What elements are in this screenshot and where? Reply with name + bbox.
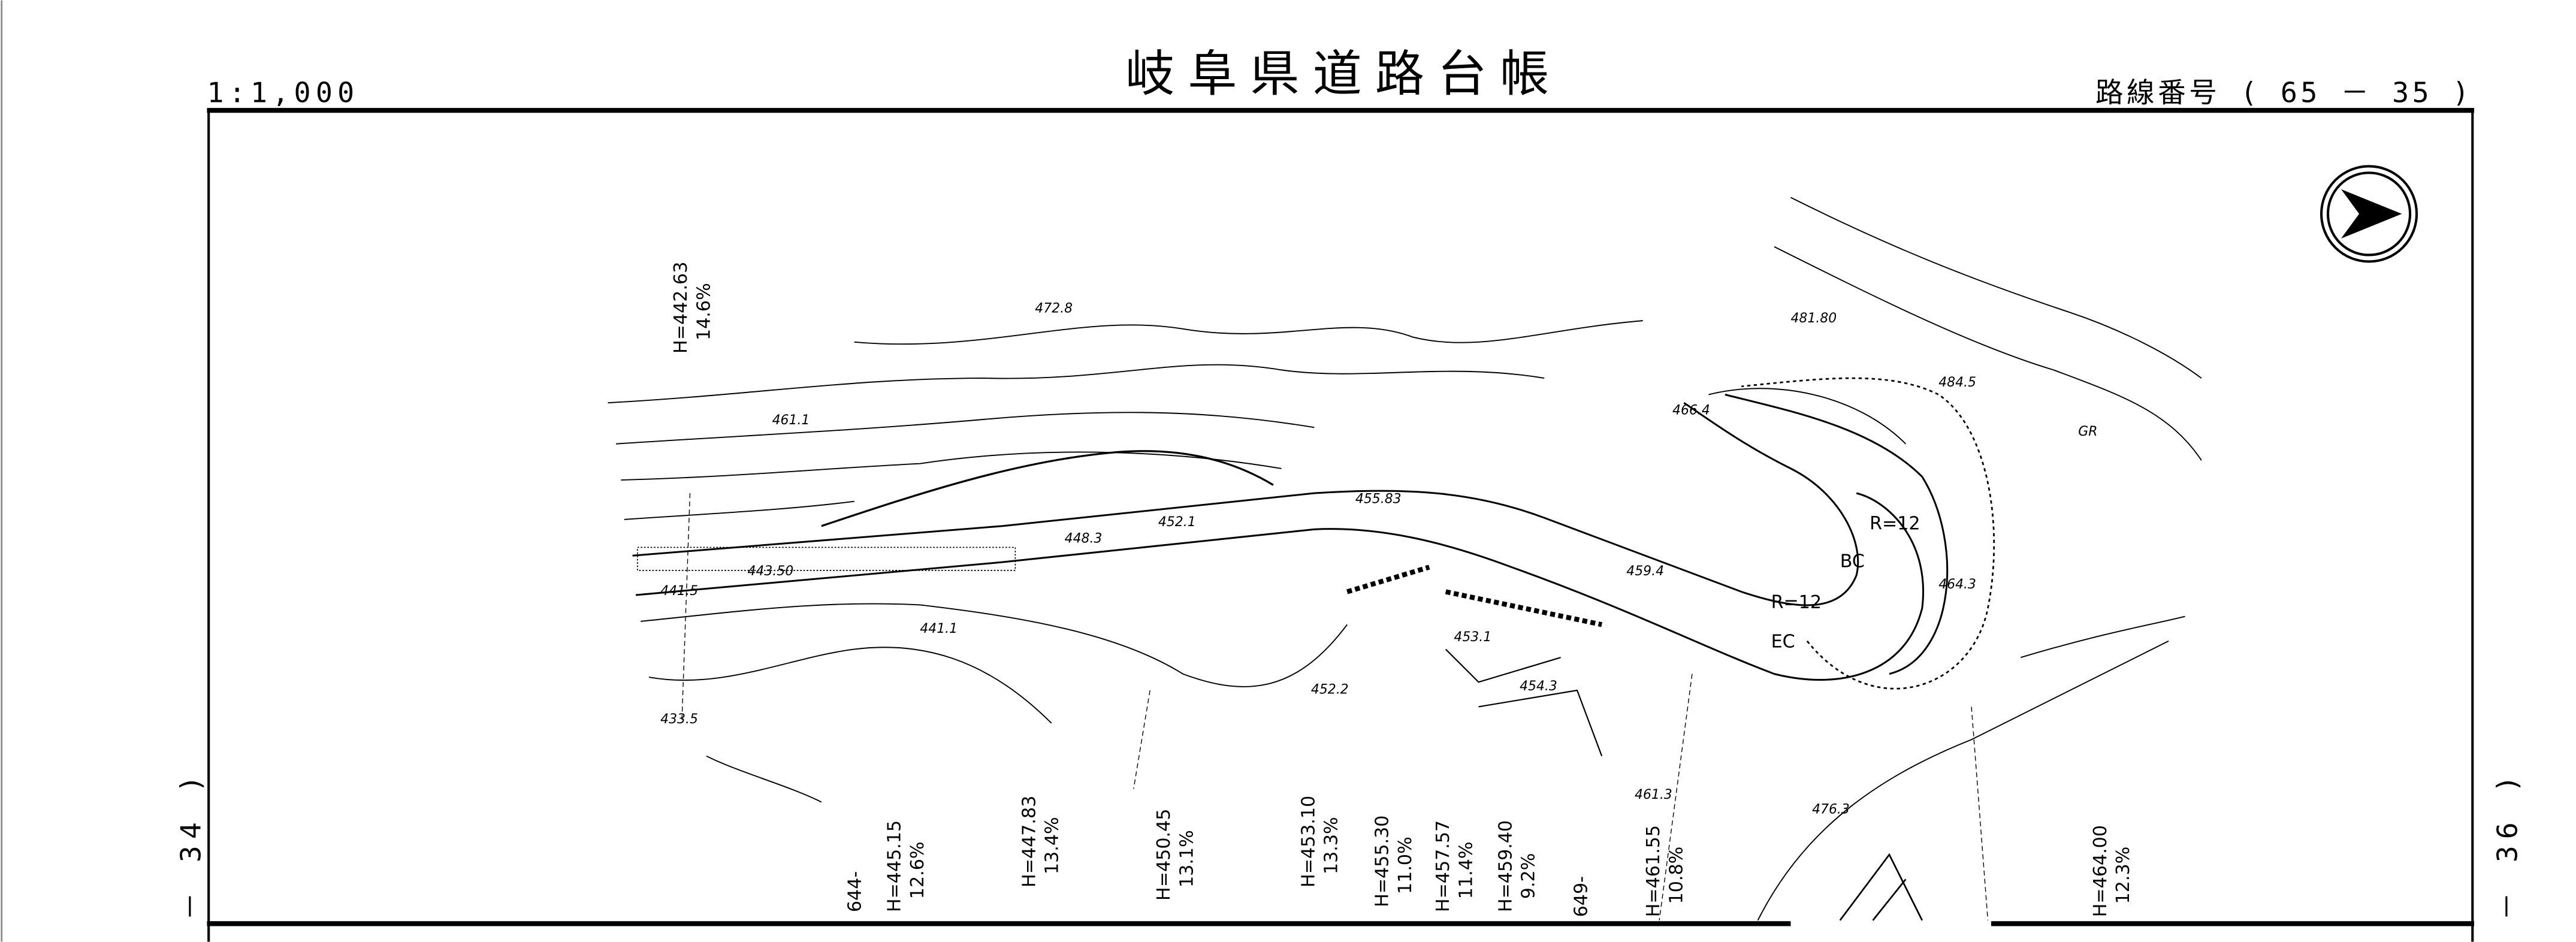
adjacent-sheet-left: － 34 ) [174, 769, 207, 920]
elevation-label: 454.3 [1520, 679, 1557, 694]
elevation-label: 459.4 [1626, 564, 1664, 579]
elevation-label: 443.50 [747, 564, 793, 579]
station-height: H=459.40 [1495, 820, 1516, 912]
station-height: H=461.55 [1643, 825, 1664, 917]
station-grade: 12.3% [2113, 847, 2134, 904]
elevation-label: 472.8 [1035, 301, 1073, 316]
elevation-label: 452.1 [1158, 515, 1196, 530]
station-grade: 11.4% [1456, 841, 1477, 899]
bc-label: BC [1840, 551, 1865, 572]
elevation-label: 433.5 [660, 712, 698, 727]
elevation-label: 476.3 [1812, 802, 1850, 817]
station-height: H=450.45 [1153, 809, 1174, 901]
elevation-labels: 472.8 461.1 441.5 443.50 448.3 452.1 455… [660, 301, 1976, 817]
elevation-label: 441.5 [660, 584, 698, 599]
station-height: H=457.57 [1433, 820, 1454, 912]
station-height: H=445.15 [884, 820, 905, 912]
station-mark: 644- [845, 871, 866, 912]
station-grade: 10.8% [1666, 847, 1687, 904]
elevation-label: 464.3 [1938, 577, 1976, 592]
elevation-label: 453.1 [1454, 630, 1491, 645]
map-frame [1, 0, 2475, 942]
scale-label: 1:1,000 [207, 76, 359, 108]
station-height: H=453.10 [1298, 796, 1319, 887]
elevation-label: 448.3 [1065, 531, 1103, 546]
elevation-label: 455.83 [1355, 491, 1402, 506]
elevation-label: 441.1 [920, 621, 958, 636]
station-grade: 12.6% [907, 841, 928, 899]
station-grade: 13.4% [1042, 817, 1063, 874]
north-arrow-icon [2320, 165, 2418, 263]
radius-label: R=12 [1771, 592, 1822, 613]
elevation-label: 461.1 [772, 413, 810, 428]
elevation-label: 481.80 [1790, 311, 1837, 326]
road-alignment [632, 377, 1995, 921]
adjacent-sheet-right: － 36 ) [2491, 769, 2523, 920]
elevation-label: 461.3 [1635, 787, 1672, 802]
station-grade: 14.6% [693, 283, 714, 340]
curve-labels: R=12 BC R=12 EC GR [1771, 424, 2098, 653]
station-height: H=447.83 [1019, 796, 1040, 887]
station-height: H=455.30 [1372, 816, 1393, 907]
station-height: H=442.63 [671, 262, 691, 354]
elevation-label: 452.2 [1311, 683, 1349, 698]
station-grade: 9.2% [1518, 853, 1539, 899]
station-mark: 649- [1571, 876, 1591, 917]
radius-label: R=12 [1870, 513, 1920, 534]
ec-label: EC [1771, 632, 1795, 653]
station-grade: 13.3% [1321, 817, 1342, 874]
contour-lines [608, 197, 2202, 921]
guardrail-label: GR [2078, 424, 2097, 439]
route-number: 路線番号 ( 65 － 35 ) [2095, 76, 2472, 108]
elevation-label: 466.4 [1672, 403, 1710, 418]
page-title: 岐阜県道路台帳 [1125, 46, 1562, 102]
station-grade: 13.1% [1176, 830, 1197, 887]
station-grade: 11.0% [1395, 837, 1416, 894]
station-height: H=464.00 [2090, 825, 2111, 917]
elevation-label: 484.5 [1938, 375, 1976, 390]
